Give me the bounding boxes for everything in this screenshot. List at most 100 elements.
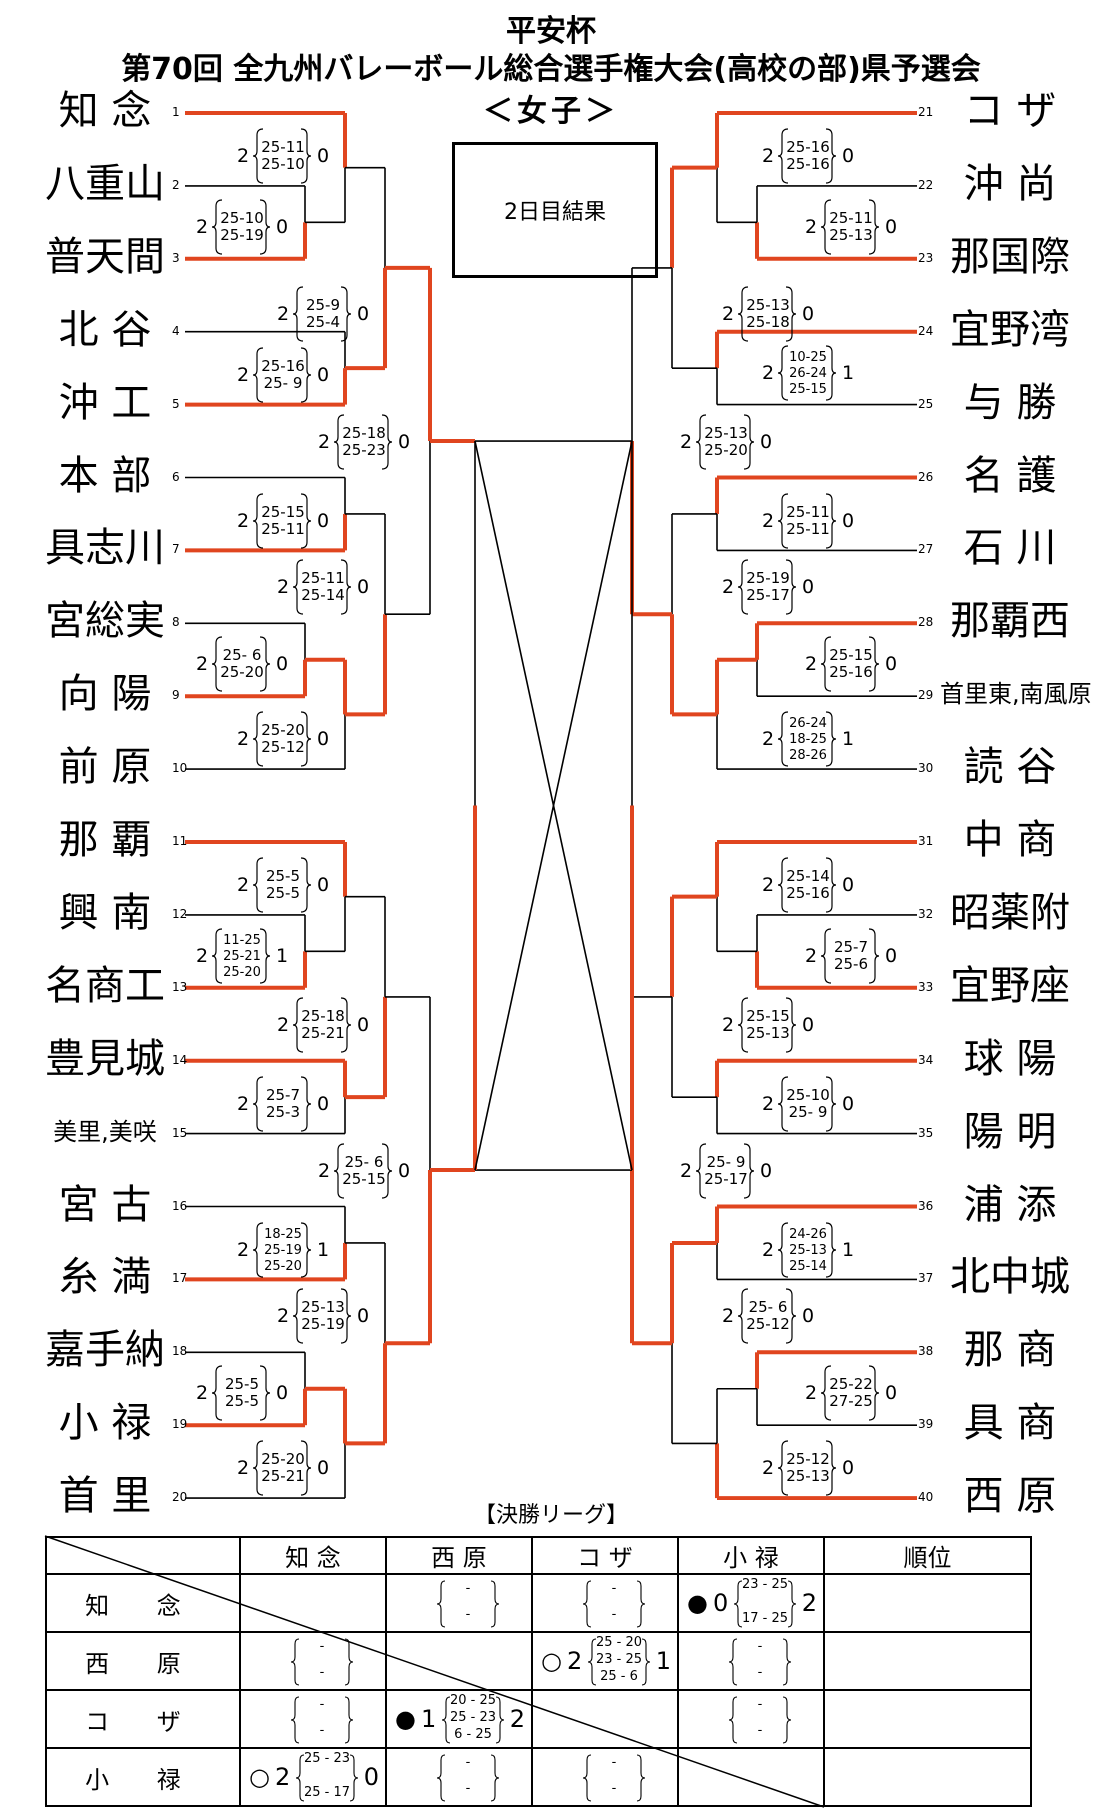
brace-icon — [292, 286, 352, 342]
loser-sets: 1 — [317, 1238, 330, 1261]
seed-number: 33 — [918, 979, 934, 994]
winner-sets: 2 — [277, 302, 290, 325]
loser-sets: 0 — [317, 874, 330, 896]
brace-icon — [252, 857, 312, 913]
winner-sets: 2 — [196, 944, 209, 967]
row-header: 知 念 — [45, 1573, 241, 1633]
set-score: 25-5 — [265, 884, 301, 902]
seed-number: 2 — [172, 177, 180, 192]
set-score: 25 - 23 — [303, 1751, 351, 1766]
set-score: 25-13 — [704, 423, 748, 442]
seed-number: 23 — [918, 250, 934, 265]
winner-sets: 2 — [237, 874, 250, 896]
empty-result-cell: -- — [677, 1689, 825, 1749]
set-score: 25-12 — [261, 738, 305, 757]
winner-sets: 2 — [237, 728, 250, 751]
seed-number: 13 — [172, 979, 188, 994]
seed-number: 26 — [918, 469, 934, 484]
team-name-left: 嘉手納 — [45, 1327, 165, 1374]
team-name-right: 球 陽 — [963, 1035, 1057, 1082]
set-score: 25- 6 — [748, 1298, 788, 1317]
seed-number: 18 — [172, 1344, 188, 1359]
set-score: 25-19 — [746, 569, 790, 588]
team-name-left: 具志川 — [45, 525, 165, 572]
brace-icon — [777, 492, 837, 549]
set-score: 25-23 — [342, 440, 386, 459]
set-score: 25-17 — [704, 1169, 748, 1188]
set-score: 25-7 — [833, 937, 869, 956]
result-mark-icon: ● — [395, 1705, 416, 1733]
brace-icon — [292, 559, 352, 615]
team-name-left: 普天間 — [45, 233, 165, 280]
row-header: 小 禄 — [45, 1747, 241, 1807]
loser-sets: 0 — [802, 576, 815, 599]
loser-sets: 1 — [276, 944, 289, 967]
seed-number: 27 — [918, 542, 934, 557]
diag-cell — [239, 1573, 387, 1633]
brace-icon — [252, 1221, 312, 1278]
team-name-right: 昭薬附 — [950, 889, 1070, 936]
set-score: 25-13 — [746, 295, 790, 314]
col-header: 知 念 — [239, 1536, 387, 1575]
seed-number: 6 — [172, 469, 180, 484]
empty-score-dash: - — [465, 1581, 471, 1596]
rank-cell — [823, 1747, 1032, 1807]
team-name-left: 豊見城 — [45, 1035, 165, 1082]
team-name-right: 陽 明 — [963, 1108, 1057, 1155]
empty-score-dash: - — [611, 1607, 617, 1622]
set-score: 17 - 25 — [741, 1611, 789, 1626]
row-header: コ ザ — [45, 1689, 241, 1749]
brace-icon — [252, 128, 312, 184]
title-line-2: 第70回 全九州バレーボール総合選手権大会(高校の部)県予選会 — [121, 52, 981, 87]
set-score: 25-11 — [261, 138, 305, 156]
set-score: 25 - 6 — [600, 1669, 638, 1684]
title-line-3: ＜女子＞ — [483, 94, 619, 129]
set-score: 25 - 23 — [449, 1710, 497, 1725]
empty-score-dash: - — [611, 1781, 617, 1796]
loser-sets: 0 — [317, 1092, 330, 1115]
loser-sets: 0 — [802, 1305, 815, 1328]
brace-icon — [777, 1221, 837, 1278]
set-score: 25-10 — [220, 208, 264, 227]
seed-number: 28 — [918, 615, 934, 630]
brace-icon — [737, 1288, 797, 1344]
seed-number: 4 — [172, 323, 180, 338]
rank-cell — [823, 1573, 1032, 1633]
team-name-right: 与 勝 — [963, 379, 1057, 426]
brace-icon — [820, 928, 880, 984]
set-score: 25-13 — [786, 1467, 830, 1486]
seed-number: 37 — [918, 1271, 934, 1286]
set-score: 25-3 — [265, 1102, 301, 1121]
team-name-right: 西 原 — [963, 1473, 1057, 1520]
set-score: 25-14 — [789, 1258, 827, 1274]
team-name-left: 八重山 — [45, 160, 165, 207]
winner-sets: 2 — [567, 1647, 583, 1675]
set-score: 25-13 — [829, 225, 873, 244]
brace-icon — [252, 711, 312, 767]
seed-number: 38 — [918, 1344, 934, 1359]
set-score: 11-25 — [223, 932, 261, 948]
loser-sets: 0 — [276, 653, 289, 676]
set-score: 25-20 — [261, 1450, 305, 1469]
team-name-left: 小 禄 — [58, 1400, 152, 1447]
loser-sets: 0 — [885, 653, 898, 676]
team-name-right: 石 川 — [963, 525, 1057, 572]
set-score: 25- 6 — [222, 646, 262, 665]
winner-sets: 2 — [762, 874, 775, 896]
set-score: 23 - 25 — [595, 1652, 643, 1667]
winner-sets: 2 — [196, 1382, 209, 1405]
loser-sets: 0 — [317, 363, 330, 386]
winner-sets: 2 — [722, 576, 735, 599]
brace-icon — [211, 199, 271, 255]
set-score: 25-12 — [746, 1315, 790, 1334]
